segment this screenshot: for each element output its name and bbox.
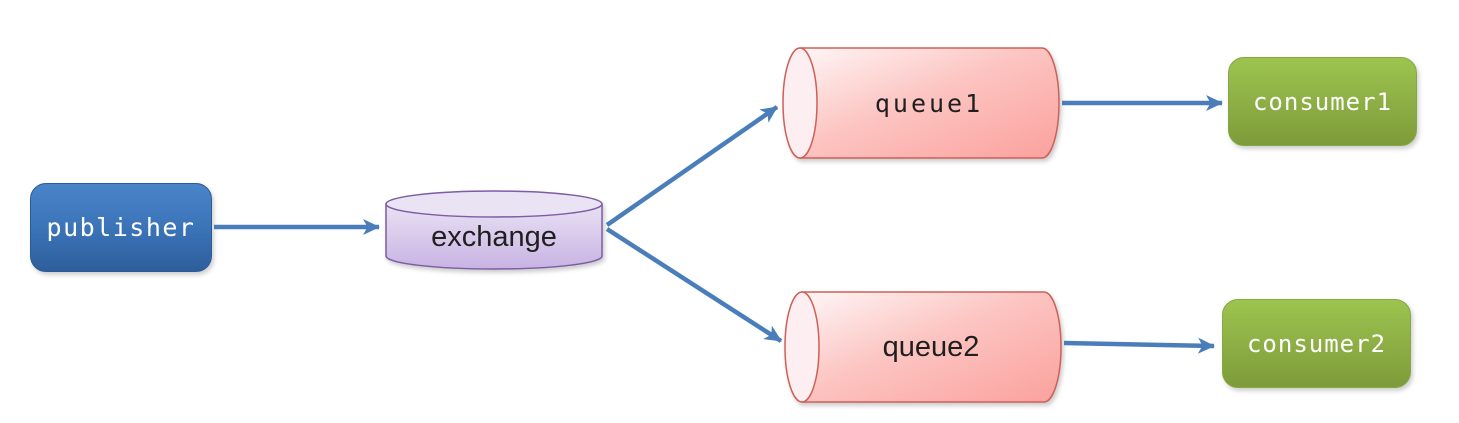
arrow-exchange-to-queue1 <box>605 105 779 227</box>
cylinder-shape <box>385 190 603 270</box>
arrow-queue2-to-consumer2 <box>1063 337 1215 354</box>
node-queue1: queue1 <box>782 47 1060 159</box>
cylinder-shape <box>784 291 1062 403</box>
queue1-label: queue1 <box>874 88 984 118</box>
publisher-label: publisher <box>46 213 196 242</box>
consumer1-label: consumer1 <box>1252 87 1393 116</box>
consumer2-label: consumer2 <box>1246 329 1387 358</box>
queue2-label: queue2 <box>882 330 980 363</box>
node-exchange: exchange <box>385 190 603 270</box>
node-publisher: publisher <box>30 183 212 272</box>
node-consumer1: consumer1 <box>1228 57 1417 146</box>
cylinder-shape <box>782 47 1060 159</box>
exchange-label: exchange <box>431 220 557 253</box>
node-consumer2: consumer2 <box>1222 299 1411 388</box>
arrow-exchange-to-queue2 <box>605 227 783 343</box>
node-queue2: queue2 <box>784 291 1062 403</box>
